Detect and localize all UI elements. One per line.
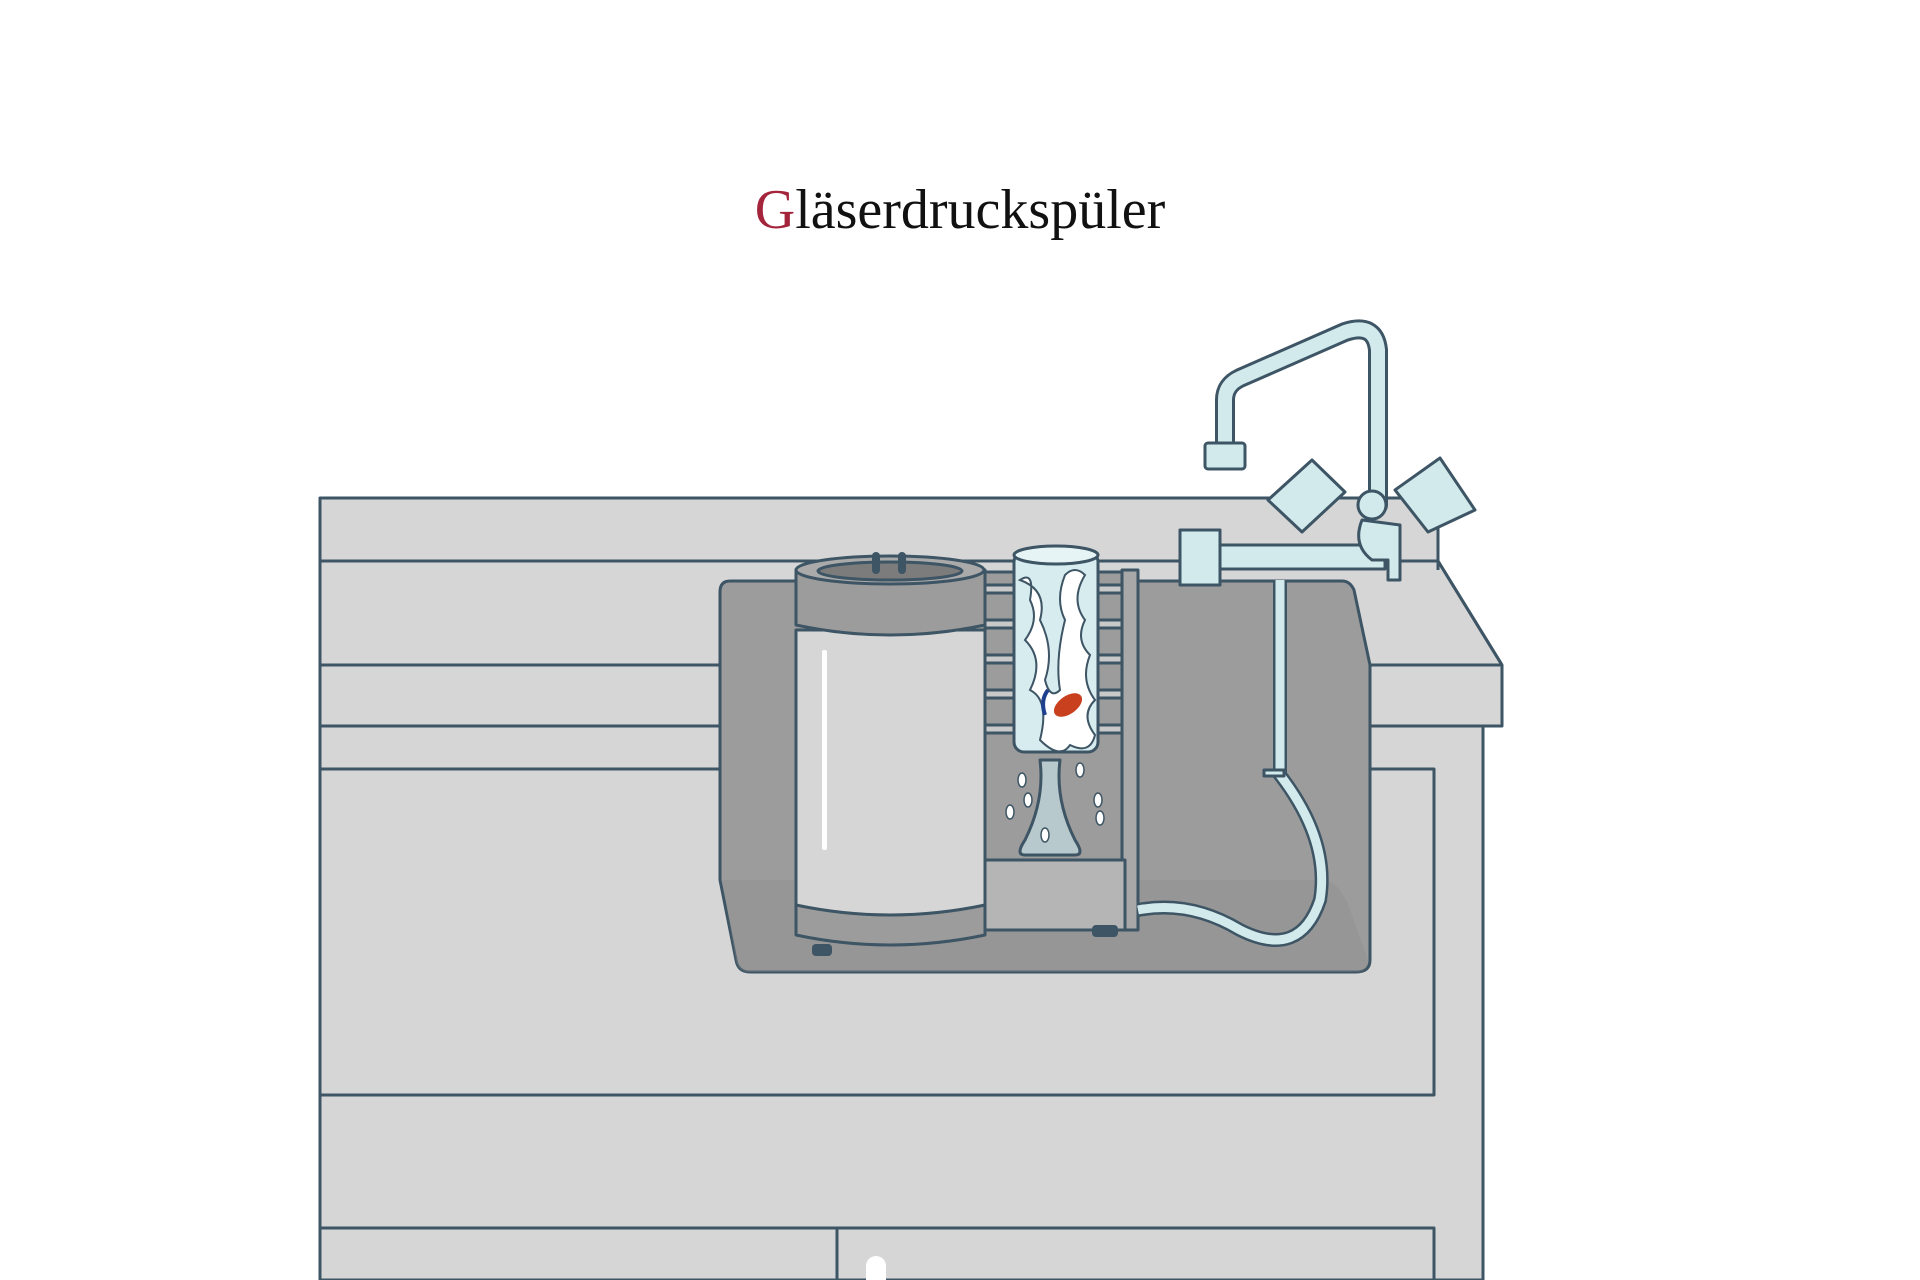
faucet[interactable] <box>1178 319 1477 587</box>
glass <box>1012 544 1100 754</box>
title-rest: läserdruckspüler <box>795 179 1166 241</box>
tap-handle-left[interactable] <box>1266 458 1347 534</box>
water-spray <box>1005 758 1105 857</box>
glass-washer-machine[interactable] <box>794 552 987 956</box>
lipstick-stain <box>1053 693 1083 717</box>
page-title: Gläserdruckspüler <box>0 182 1920 238</box>
title-first-letter: G <box>754 179 796 241</box>
water-hose <box>1136 580 1329 947</box>
tap-handle-right[interactable] <box>1393 456 1477 534</box>
door-handle[interactable] <box>866 1256 886 1280</box>
